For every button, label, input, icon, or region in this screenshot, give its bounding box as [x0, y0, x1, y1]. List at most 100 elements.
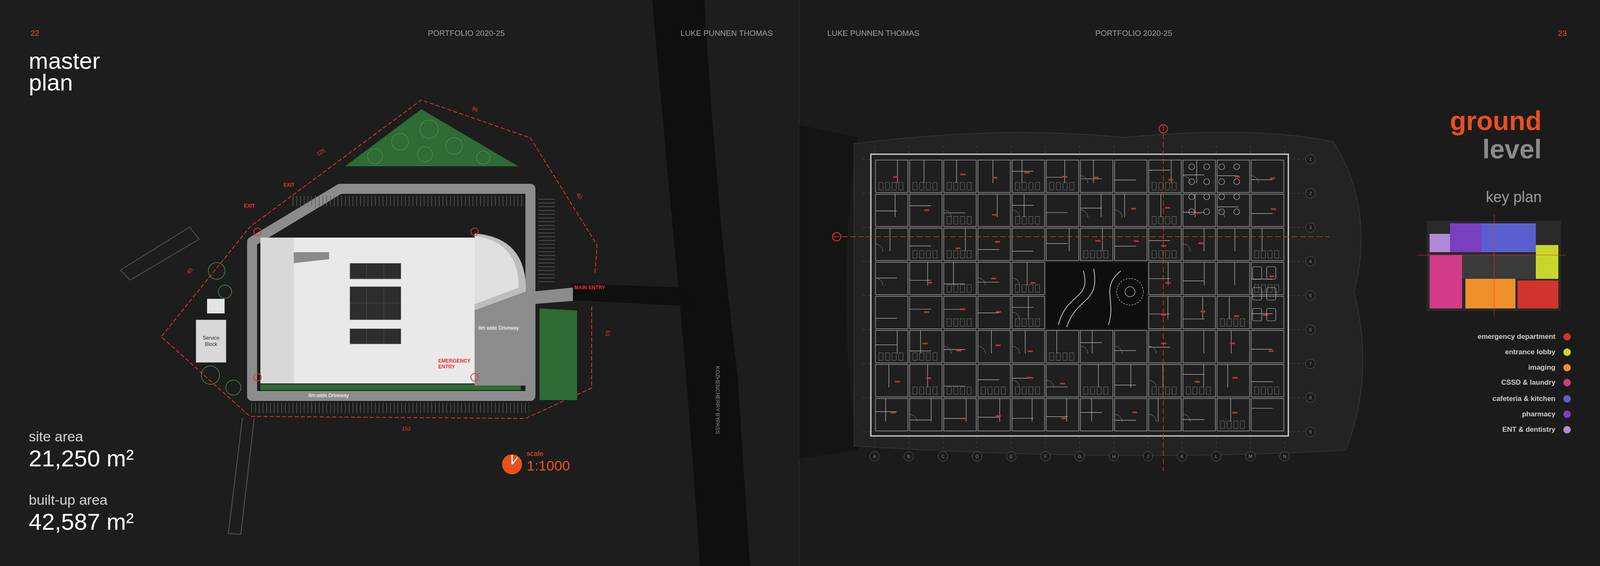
- room-wall: [1148, 364, 1182, 398]
- axis-line: [1162, 125, 1164, 471]
- fixture: [1035, 318, 1040, 327]
- room-wall: [1046, 364, 1079, 398]
- door-swing: [1148, 380, 1157, 388]
- fixture: [953, 318, 958, 327]
- grid-bubble: C: [937, 451, 948, 462]
- tree: [445, 137, 463, 155]
- door-swing: [1182, 414, 1191, 422]
- room-tag: [1027, 350, 1033, 353]
- partition: [1203, 364, 1204, 388]
- room-wall: [1251, 228, 1284, 261]
- fixture: [1103, 250, 1108, 258]
- fixture: [947, 386, 952, 395]
- fixture: [1172, 386, 1177, 395]
- room-wall: [943, 330, 977, 363]
- partition: [1080, 178, 1102, 179]
- page-number: 22: [30, 29, 40, 38]
- room-tag: [922, 342, 928, 345]
- room-wall: [943, 398, 977, 431]
- room-wall: [977, 330, 1011, 363]
- legend-swatch: [1563, 395, 1571, 403]
- partition: [1114, 179, 1136, 180]
- fixture: [1062, 352, 1068, 361]
- partition: [1251, 348, 1273, 350]
- partition: [920, 330, 921, 354]
- partition: [888, 364, 890, 388]
- partition: [909, 245, 931, 247]
- partition: [1046, 212, 1068, 213]
- fixture: [932, 250, 938, 258]
- partition: [1100, 194, 1102, 218]
- room-wall: [1046, 330, 1079, 363]
- fixture: [1001, 386, 1006, 395]
- right-page: [799, 0, 1600, 566]
- room-wall: [1012, 228, 1045, 261]
- running-header: PORTFOLIO 2020-25: [427, 29, 505, 38]
- cafe-table: [1233, 208, 1240, 215]
- room-tag: [995, 344, 1001, 347]
- room-wall: [1217, 296, 1250, 329]
- fixture: [1261, 250, 1266, 258]
- room-wall: [875, 228, 908, 261]
- key-plan: [1429, 255, 1463, 309]
- cafe-table: [1218, 208, 1225, 215]
- ring-road: [252, 188, 531, 396]
- room-tag: [1160, 314, 1166, 316]
- fixture: [1192, 386, 1198, 395]
- fixture: [967, 284, 972, 293]
- room-wall: [1080, 330, 1113, 363]
- floor-plan-walls: [862, 145, 1305, 450]
- partition: [1182, 318, 1205, 320]
- partition: [1157, 398, 1159, 422]
- fixture: [1158, 386, 1163, 395]
- partition: [943, 212, 965, 213]
- table-group: [1252, 308, 1262, 321]
- room-wall: [1217, 330, 1250, 363]
- driveway-label: 8m wide Driveway: [478, 325, 519, 331]
- fixture: [981, 386, 986, 395]
- room-wall: [1012, 296, 1045, 329]
- room-tag: [1194, 380, 1200, 383]
- room-wall: [1148, 330, 1182, 363]
- entry-marker: [470, 227, 479, 236]
- room-tag: [895, 380, 900, 383]
- fixture: [919, 352, 924, 361]
- partition: [875, 210, 897, 211]
- tree: [201, 365, 220, 385]
- key-plan: [1481, 223, 1536, 253]
- door-swing: [1182, 244, 1191, 252]
- room-wall: [1080, 364, 1113, 398]
- partition: [1230, 330, 1232, 354]
- fixture: [953, 182, 958, 190]
- room-wall: [977, 262, 1011, 295]
- door-swing: [1114, 346, 1123, 354]
- grid-bubble: 7: [1305, 358, 1316, 369]
- room-wall: [1080, 194, 1113, 227]
- road-band: [652, 0, 750, 566]
- grid-bubble: 9: [1305, 426, 1316, 437]
- room-tag: [995, 415, 1001, 417]
- fixture: [1254, 284, 1259, 293]
- key-plan-ground: [1426, 220, 1561, 311]
- door-swing: [977, 346, 986, 354]
- running-header: LUKE PUNNEN THOMAS: [827, 29, 920, 38]
- entry-road: [571, 283, 692, 307]
- key-plan: [1535, 245, 1559, 279]
- fixture: [967, 318, 972, 327]
- fixture: [1062, 182, 1068, 190]
- partition: [977, 379, 1000, 380]
- room-wall: [1251, 296, 1284, 329]
- room-wall: [943, 364, 977, 398]
- room-tag: [1161, 342, 1167, 345]
- room-tag: [924, 209, 930, 211]
- legend-text: entrance lobby: [1505, 348, 1556, 356]
- running-header: PORTFOLIO 2020-25: [1095, 29, 1173, 38]
- entry-marker: [470, 373, 479, 381]
- dimension: 61: [605, 330, 611, 337]
- door-swing: [1012, 380, 1020, 388]
- partition: [1056, 330, 1058, 354]
- fixture: [932, 352, 938, 361]
- fixture: [1015, 386, 1020, 395]
- room-tag: [1093, 176, 1099, 179]
- fixture: [1035, 284, 1040, 293]
